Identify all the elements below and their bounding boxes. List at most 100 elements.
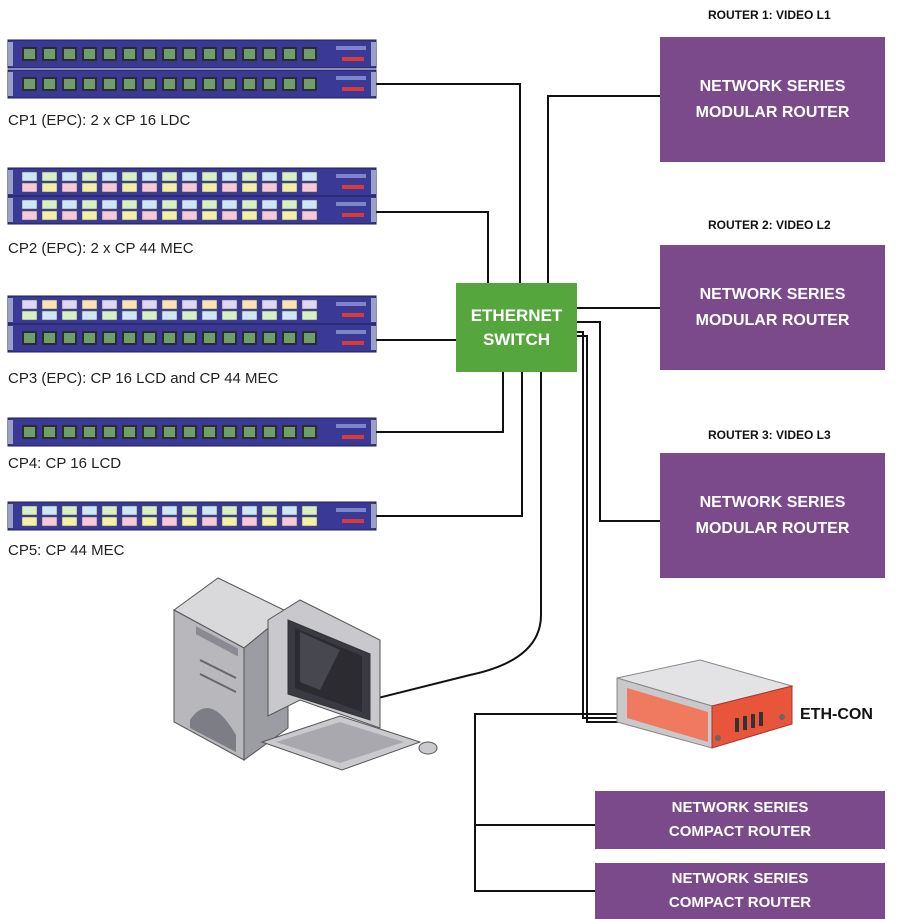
wire-compact	[474, 713, 640, 892]
mec-key	[201, 210, 218, 221]
mec-key	[161, 299, 178, 310]
panel-badge	[336, 302, 366, 306]
lcd-key-screen	[124, 79, 135, 89]
lcd-key-screen	[284, 333, 295, 343]
mec-key	[301, 182, 318, 193]
mec-key	[121, 505, 138, 516]
panel-unit-cp3-2[interactable]	[7, 323, 377, 353]
lcd-key-screen	[24, 333, 35, 343]
wire-router-3	[577, 321, 660, 522]
router-2-box[interactable]: NETWORK SERIES MODULAR ROUTER	[660, 245, 885, 370]
lcd-key-screen	[224, 49, 235, 59]
panel-badge	[336, 330, 366, 334]
lcd-key-screen	[264, 79, 275, 89]
wire-cp4	[376, 372, 504, 433]
panel-unit-cp1-1[interactable]	[7, 39, 377, 69]
mec-key	[81, 182, 98, 193]
mec-key	[81, 310, 98, 321]
lcd-key-screen	[104, 333, 115, 343]
router-1-box[interactable]: NETWORK SERIES MODULAR ROUTER	[660, 37, 885, 162]
router-1-line-1: NETWORK SERIES	[699, 77, 846, 95]
mec-key	[21, 182, 38, 193]
rack-ear	[8, 42, 13, 66]
mec-key	[61, 516, 78, 527]
mec-key	[81, 505, 98, 516]
lcd-key-screen	[44, 427, 55, 437]
mec-key	[181, 171, 198, 182]
mec-key	[221, 516, 238, 527]
mec-key	[141, 516, 158, 527]
panel-unit-cp2-2[interactable]	[7, 195, 377, 225]
rack-ear	[371, 504, 376, 528]
router-3-box[interactable]: NETWORK SERIES MODULAR ROUTER	[660, 453, 885, 578]
router-3-line-1: NETWORK SERIES	[699, 493, 846, 511]
wire-pc	[377, 372, 542, 699]
rack-ear	[8, 504, 13, 528]
lcd-key-screen	[144, 333, 155, 343]
panel-logo	[342, 313, 364, 317]
mec-key	[261, 182, 278, 193]
panel-unit-cp3-1[interactable]	[7, 295, 377, 325]
mec-key	[221, 310, 238, 321]
panel-badge	[336, 174, 366, 178]
mec-key	[81, 199, 98, 210]
lcd-key-screen	[304, 427, 315, 437]
mec-key	[161, 199, 178, 210]
panel-logo	[342, 435, 364, 439]
panel-unit-cp1-2[interactable]	[7, 69, 377, 99]
lcd-key-screen	[284, 49, 295, 59]
lcd-key-screen	[184, 427, 195, 437]
mec-key	[101, 516, 118, 527]
mec-key	[121, 199, 138, 210]
lcd-key-screen	[304, 49, 315, 59]
mec-key	[261, 210, 278, 221]
router-3-line-2: MODULAR ROUTER	[695, 519, 850, 537]
wire-cp1	[376, 83, 521, 283]
lcd-key-screen	[104, 79, 115, 89]
ethernet-switch[interactable]: ETHERNET SWITCH	[456, 283, 577, 372]
panel-label-cp3: CP3 (EPC): CP 16 LCD and CP 44 MEC	[8, 370, 279, 387]
rack-ear	[371, 326, 376, 350]
lcd-key-screen	[184, 333, 195, 343]
lcd-key-screen	[124, 427, 135, 437]
mec-key	[41, 299, 58, 310]
lcd-key-screen	[224, 333, 235, 343]
compact-router-2-box[interactable]: NETWORK SERIES COMPACT ROUTER	[595, 863, 885, 919]
computer-workstation[interactable]	[173, 577, 438, 771]
compact-router-1-box[interactable]: NETWORK SERIES COMPACT ROUTER	[595, 791, 885, 849]
mec-key	[201, 505, 218, 516]
mec-key	[61, 210, 78, 221]
lcd-key-screen	[124, 333, 135, 343]
mec-key	[81, 210, 98, 221]
rack-ear	[371, 42, 376, 66]
mec-key	[21, 171, 38, 182]
mec-key	[121, 171, 138, 182]
lcd-key-screen	[164, 49, 175, 59]
mec-key	[241, 171, 258, 182]
lcd-key-screen	[44, 79, 55, 89]
lcd-key-screen	[284, 427, 295, 437]
mec-key	[121, 182, 138, 193]
eth-con-device[interactable]	[616, 659, 794, 749]
lcd-key-screen	[144, 79, 155, 89]
rack-ear	[371, 170, 376, 194]
mec-key	[221, 210, 238, 221]
router-3-title: ROUTER 3: VIDEO L3	[708, 428, 831, 442]
mec-key	[161, 516, 178, 527]
router-2-line-2: MODULAR ROUTER	[695, 311, 850, 329]
panel-label-cp1: CP1 (EPC): 2 x CP 16 LDC	[8, 112, 191, 129]
mec-key	[261, 171, 278, 182]
wire-cp2	[376, 211, 489, 283]
lcd-key-screen	[44, 333, 55, 343]
panel-unit-cp2-1[interactable]	[7, 167, 377, 197]
mec-key	[181, 182, 198, 193]
mec-key	[81, 516, 98, 527]
mec-key	[61, 310, 78, 321]
mec-key	[241, 210, 258, 221]
panel-unit-cp5-1[interactable]	[7, 501, 377, 531]
mec-key	[21, 505, 38, 516]
mec-key	[101, 199, 118, 210]
lcd-key-screen	[84, 427, 95, 437]
panel-unit-cp4-1[interactable]	[7, 417, 377, 447]
